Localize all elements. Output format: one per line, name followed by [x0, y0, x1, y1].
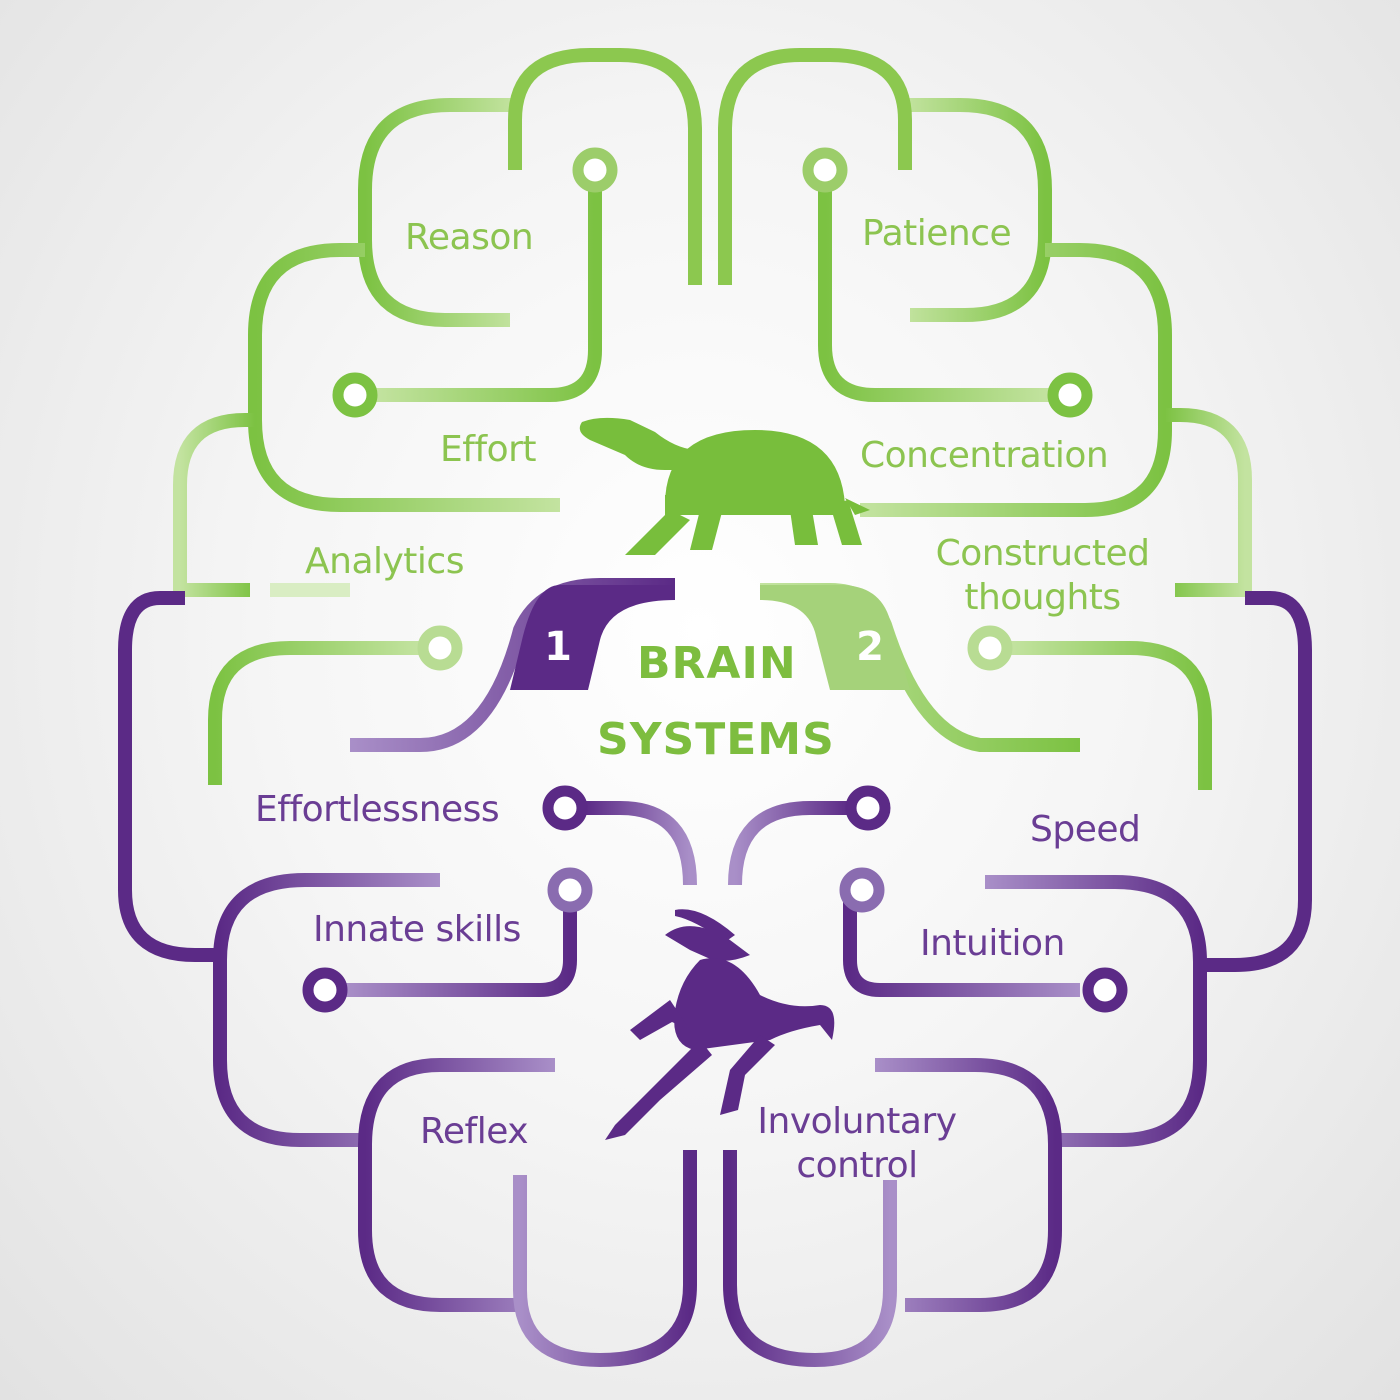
- label-speed: Speed: [1030, 809, 1141, 850]
- lower-right-lobe: [723, 591, 1312, 1367]
- upper-right-lobe: [718, 48, 1252, 790]
- node-innate-left: [302, 967, 348, 1013]
- node-effortlessness: [542, 785, 588, 831]
- title-brain: BRAIN: [637, 638, 797, 689]
- label-reflex: Reflex: [420, 1111, 529, 1152]
- title-systems: SYSTEMS: [597, 714, 835, 765]
- label-innate-skills: Innate skills: [313, 909, 521, 950]
- node-speed: [845, 785, 891, 831]
- label-involuntary-control: Involuntary control: [757, 1101, 957, 1186]
- node-analytics: [417, 625, 463, 671]
- node-patience: [802, 147, 848, 193]
- system1-badge-shape: [510, 585, 675, 690]
- label-analytics: Analytics: [305, 541, 464, 582]
- node-concentration: [1047, 372, 1093, 418]
- label-effortlessness: Effortlessness: [255, 789, 500, 830]
- label-concentration: Concentration: [860, 435, 1109, 476]
- hare-icon: [605, 909, 835, 1140]
- turtle-icon: [579, 417, 870, 555]
- label-constructed-thoughts: Constructed thoughts: [935, 533, 1150, 618]
- node-effort: [332, 372, 378, 418]
- system2-badge-shape: [760, 585, 910, 690]
- upper-left-lobe: [173, 48, 702, 785]
- label-effort: Effort: [440, 429, 537, 470]
- node-constructed-thoughts: [967, 625, 1013, 671]
- label-intuition: Intuition: [920, 923, 1065, 964]
- label-reason: Reason: [405, 217, 534, 258]
- system1-badge: 1: [544, 624, 572, 670]
- label-patience: Patience: [862, 213, 1012, 254]
- node-innate-skills: [547, 867, 593, 913]
- system2-badge: 2: [856, 624, 884, 670]
- node-intuition: [839, 867, 885, 913]
- node-intuition-right: [1082, 967, 1128, 1013]
- node-reason: [572, 147, 618, 193]
